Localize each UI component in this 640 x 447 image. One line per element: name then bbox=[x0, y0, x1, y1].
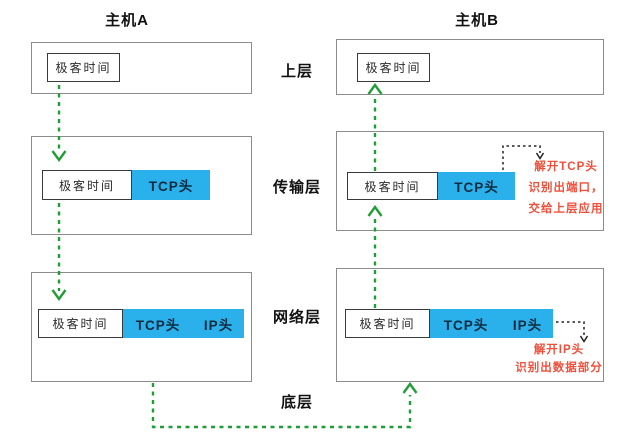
layer-label-transport: 传输层 bbox=[272, 179, 321, 196]
host-a-network-tcp-header-box: TCP头 bbox=[123, 309, 193, 338]
note-unpack-tcp: 解开TCP头 识别出端口， 交给上层应用 bbox=[518, 157, 614, 220]
note-unpack-ip-line-2: 识别出数据部分 bbox=[515, 362, 603, 374]
host-b-network-payload-box: 极客时间 bbox=[345, 309, 430, 338]
host-a-network-ip-header-box: IP头 bbox=[193, 309, 244, 338]
host-b-network-tcp-header-box: TCP头 bbox=[430, 309, 502, 338]
host-a-transport-payload-box: 极客时间 bbox=[42, 170, 132, 200]
host-a-title: 主机A bbox=[105, 12, 149, 29]
layer-label-network: 网络层 bbox=[272, 309, 321, 326]
note-unpack-ip: 解开IP头 识别出数据部分 bbox=[506, 341, 612, 377]
arrow-a-to-b-bottom-layer-head bbox=[402, 381, 418, 394]
host-b-title: 主机B bbox=[455, 12, 499, 29]
layer-label-bottom: 底层 bbox=[280, 394, 313, 411]
host-b-network-ip-header-box: IP头 bbox=[502, 309, 553, 338]
note-unpack-ip-line-1: 解开IP头 bbox=[533, 344, 585, 356]
host-a-transport-tcp-header-box: TCP头 bbox=[132, 170, 210, 200]
layer-label-upper: 上层 bbox=[280, 63, 313, 80]
host-b-upper-payload-box: 极客时间 bbox=[357, 53, 430, 82]
host-b-transport-payload-box: 极客时间 bbox=[347, 172, 438, 200]
note-unpack-tcp-line-3: 交给上层应用 bbox=[528, 203, 604, 215]
note-unpack-tcp-line-1: 解开TCP头 bbox=[534, 161, 598, 173]
host-a-upper-payload-box: 极客时间 bbox=[47, 53, 120, 82]
host-a-network-payload-box: 极客时间 bbox=[38, 309, 123, 338]
host-b-transport-tcp-header-box: TCP头 bbox=[438, 172, 515, 200]
note-unpack-tcp-line-2: 识别出端口， bbox=[528, 182, 604, 194]
